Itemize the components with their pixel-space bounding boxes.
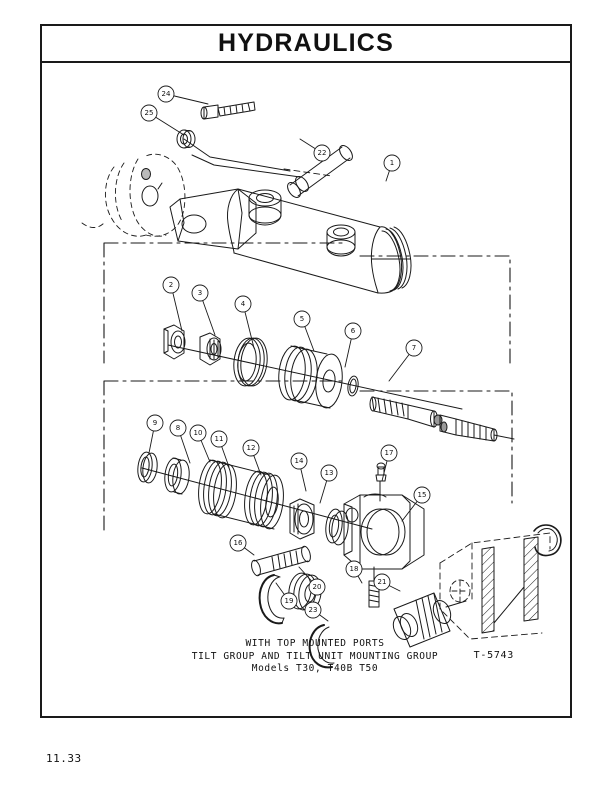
callout-number-18: 18 <box>350 565 359 573</box>
callout-layer <box>140 85 431 622</box>
callout-number-14: 14 <box>295 457 304 465</box>
caption-line-3: Models T30, T40B T50 <box>251 663 379 674</box>
callout-number-13: 13 <box>325 469 334 477</box>
caption-line-1: WITH TOP MOUNTED PORTS <box>245 638 385 649</box>
part-17-grease-fitting <box>375 462 387 502</box>
part-22-pin <box>287 145 353 198</box>
part-4-seal-ring <box>233 337 268 387</box>
group-box-lower <box>103 380 513 534</box>
exploded-parts-diagram: 1 2 3 4 5 6 7 8 9 10 11 12 13 14 15 16 1… <box>42 63 570 718</box>
callout-number-22: 22 <box>318 149 327 157</box>
part-24-bolt <box>200 101 256 120</box>
callout-number-15: 15 <box>418 491 427 499</box>
callout-number-10: 10 <box>194 429 203 437</box>
page-border: HYDRAULICS <box>40 24 572 718</box>
callout-number-12: 12 <box>247 444 256 452</box>
diagram-svg: 1 2 3 4 5 6 7 8 9 10 11 12 13 14 15 16 1… <box>81 85 562 669</box>
callout-number-7: 7 <box>412 344 416 352</box>
callout-number-16: 16 <box>234 539 243 547</box>
part-19-snap-ring <box>258 574 285 625</box>
callout-number-1: 1 <box>390 159 394 167</box>
middle-row-axis <box>167 344 463 410</box>
part-7-rod-assembly <box>369 396 515 442</box>
phantom-mount-boss <box>81 153 186 237</box>
figure-caption: WITH TOP MOUNTED PORTS TILT GROUP AND TI… <box>42 638 570 676</box>
callout-number-9: 9 <box>153 419 157 427</box>
callout-number-20: 20 <box>313 583 322 591</box>
part-8-seal <box>164 457 190 495</box>
callout-number-5: 5 <box>300 315 304 323</box>
callout-number-24: 24 <box>162 90 171 98</box>
part-5-piston <box>278 345 343 409</box>
callout-number-25: 25 <box>145 109 154 117</box>
part-3-nut <box>199 332 222 366</box>
page-title: HYDRAULICS <box>218 29 394 57</box>
phantom-bracket <box>439 524 562 640</box>
callout-number-21: 21 <box>378 578 387 586</box>
callout-number-17: 17 <box>385 449 394 457</box>
part-6-o-ring <box>347 375 359 397</box>
part-2-locknut <box>163 324 186 360</box>
part-15-mount-block <box>343 493 425 570</box>
part-13-seal-ring <box>325 508 349 546</box>
part-23-snap-ring <box>308 624 335 669</box>
part-14-nut <box>289 498 315 540</box>
assembly-axis-line <box>183 138 291 172</box>
callout-number-11: 11 <box>215 435 224 443</box>
callout-number-2: 2 <box>169 281 173 289</box>
page-number: 11.33 <box>46 752 82 765</box>
part-1-hydraulic-cylinder <box>169 188 412 294</box>
page-title-bar: HYDRAULICS <box>42 26 570 63</box>
mount-boss-detail <box>141 168 163 207</box>
callout-number-19: 19 <box>285 597 294 605</box>
group-box-middle <box>103 242 511 364</box>
callout-number-8: 8 <box>176 424 180 432</box>
callout-number-4: 4 <box>241 300 246 308</box>
callout-number-6: 6 <box>351 327 356 335</box>
part-16-pin <box>251 545 311 577</box>
callout-number-23: 23 <box>309 606 318 614</box>
callout-number-3: 3 <box>198 289 202 297</box>
caption-line-2: TILT GROUP AND TILT UNIT MOUNTING GROUP <box>191 650 439 662</box>
part-25-washer <box>176 129 196 149</box>
part-9-backup-ring <box>137 451 158 484</box>
drawing-number: T-5743 <box>473 650 514 661</box>
part-21-splined-pin <box>392 592 467 648</box>
